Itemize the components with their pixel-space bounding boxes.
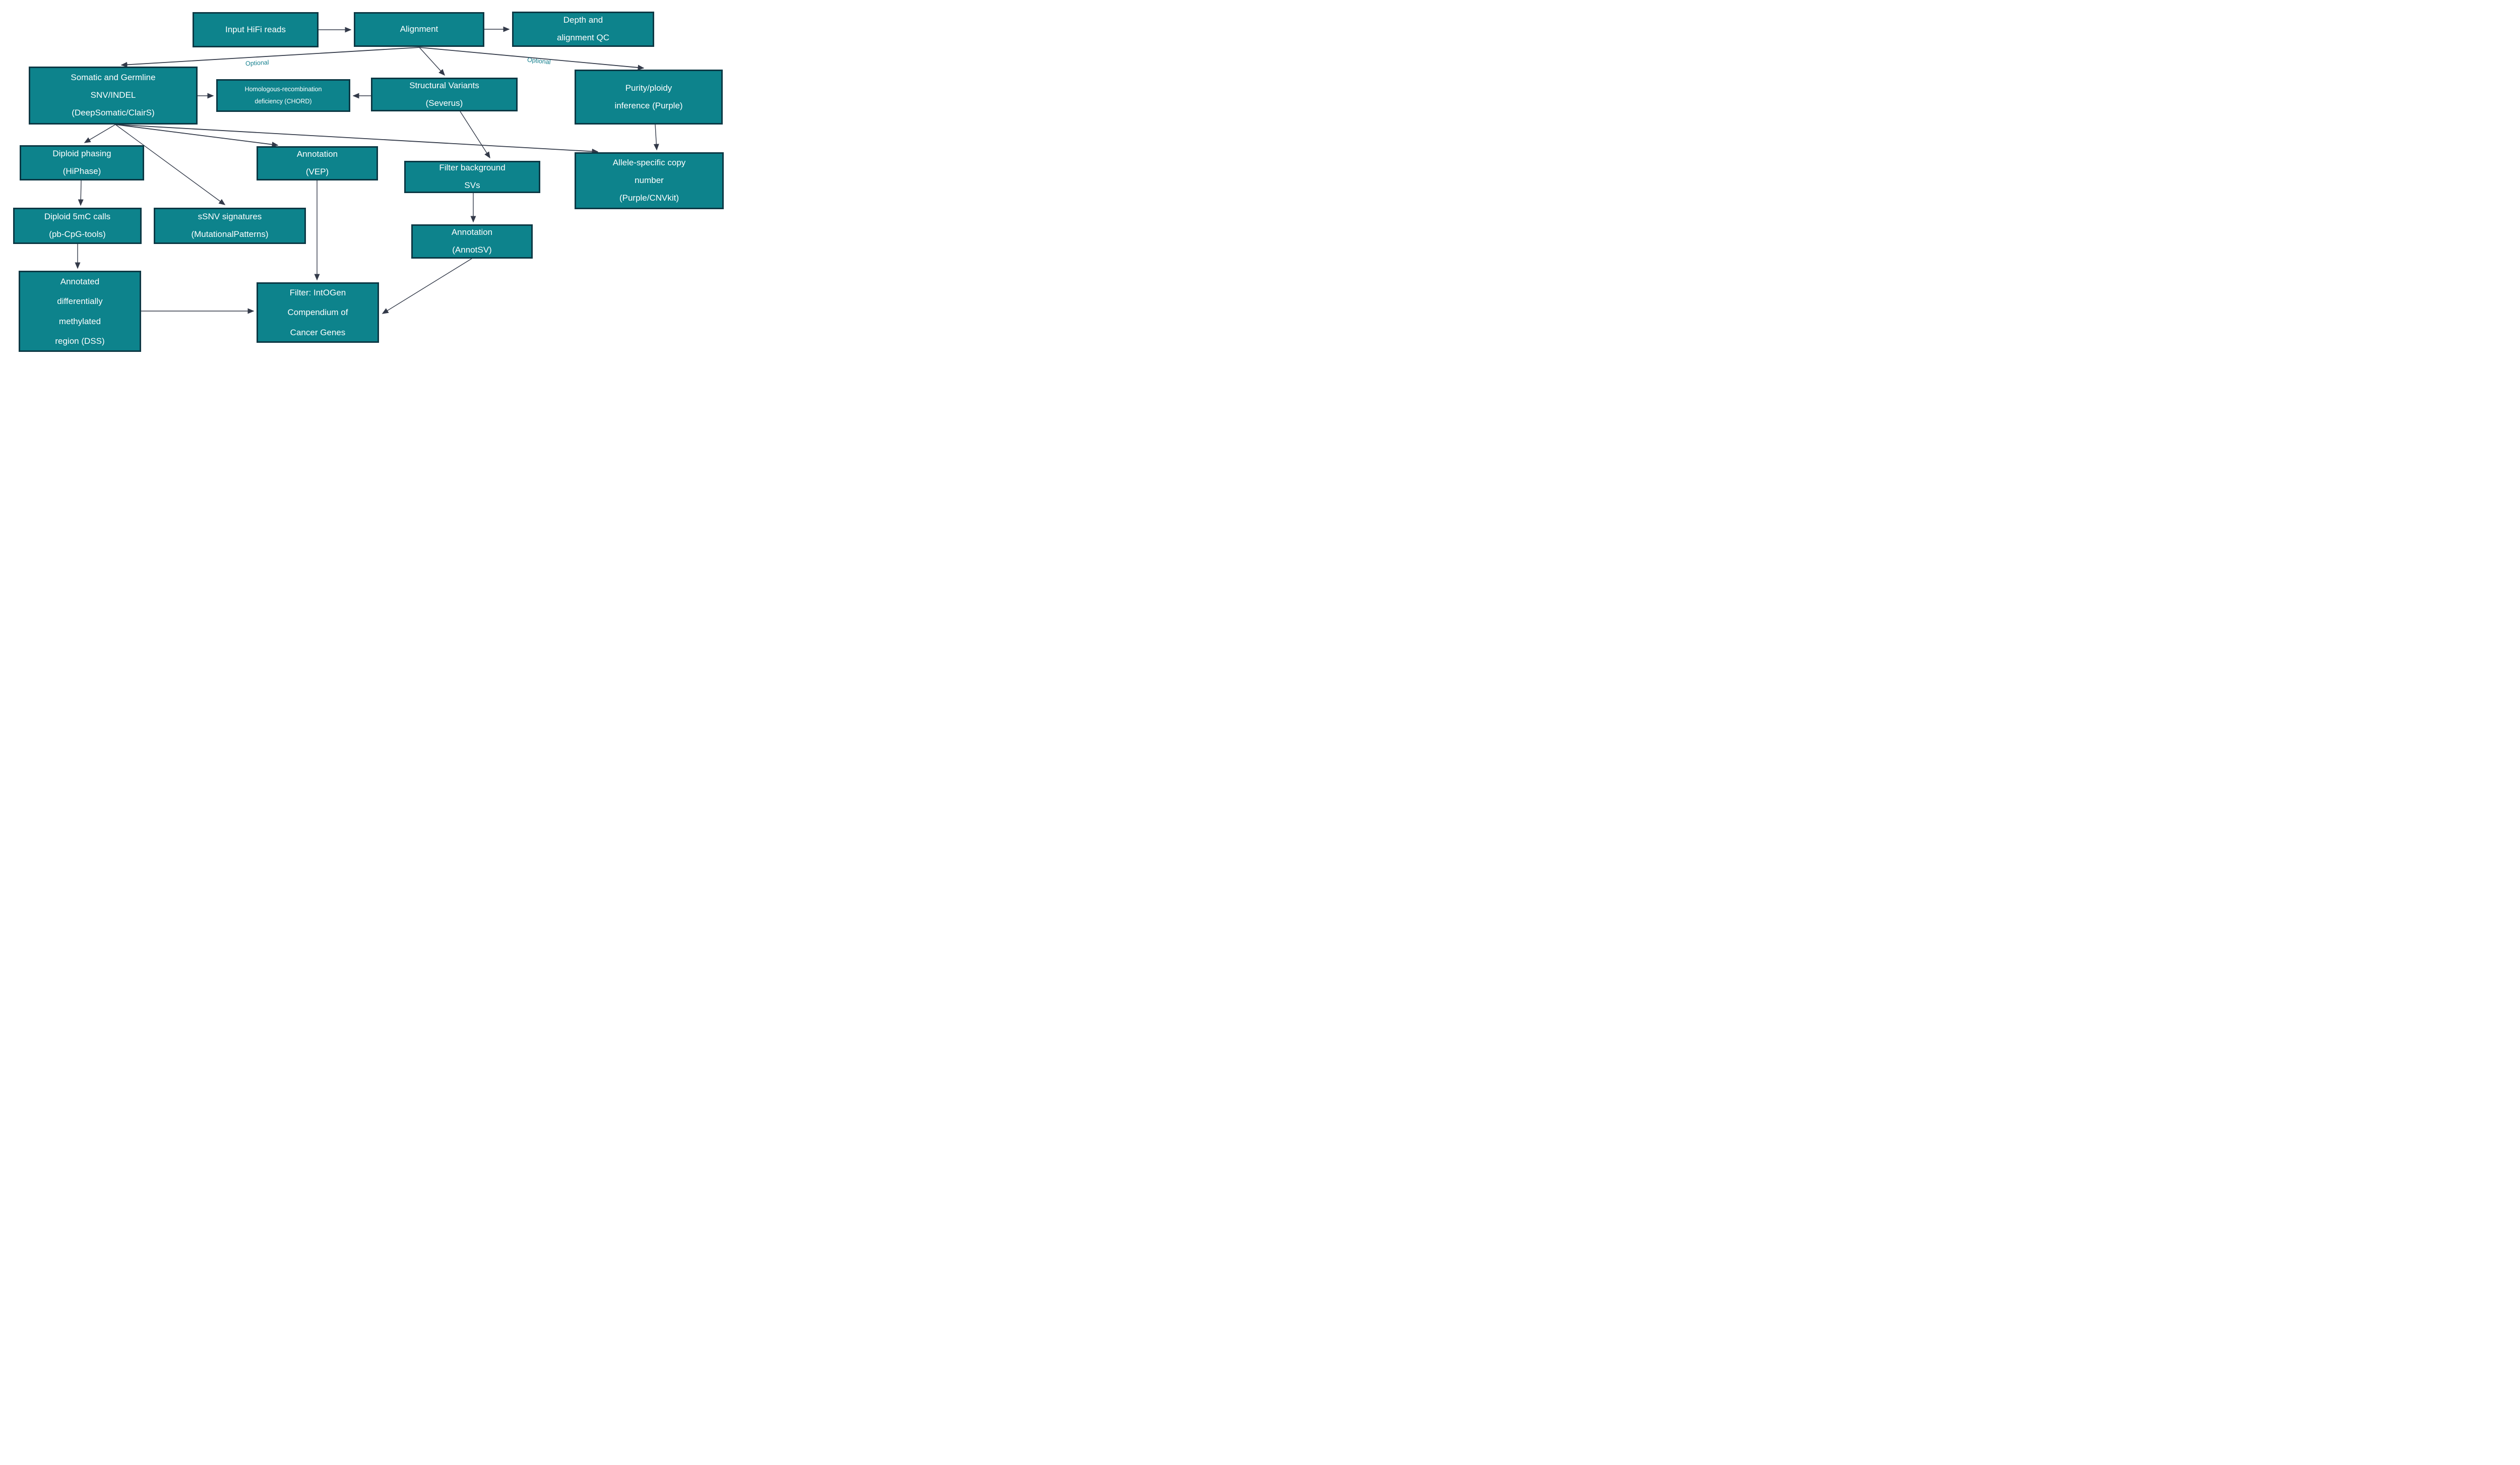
node-filter-background-svs: Filter background SVs: [404, 161, 540, 193]
node-somatic-germline-snv-indel: Somatic and Germline SNV/INDEL (DeepSoma…: [29, 67, 198, 125]
node-ssnv-signatures: sSNV signatures (MutationalPatterns): [154, 208, 306, 244]
node-filter-intogen: Filter: IntOGen Compendium of Cancer Gen…: [257, 282, 379, 343]
node-alignment: Alignment: [354, 12, 484, 47]
flowchart-canvas: Input HiFi reads Alignment Depth and ali…: [0, 0, 737, 367]
edge-somatic-ssnv: [115, 124, 226, 205]
node-depth-alignment-qc: Depth and alignment QC: [512, 12, 654, 47]
edge-somatic-hiphase: [84, 124, 116, 143]
node-diploid-5mc-calls: Diploid 5mC calls (pb-CpG-tools): [13, 208, 142, 244]
node-annotation-vep: Annotation (VEP): [257, 146, 378, 180]
edge-purple-allele: [653, 124, 659, 151]
edge-alignment-somatic: [120, 47, 420, 68]
node-annotated-dmr-dss: Annotated differentially methylated regi…: [19, 271, 141, 352]
node-annotation-annotsv: Annotation (AnnotSV): [411, 224, 533, 259]
edge-alignment-purple: [419, 47, 645, 71]
node-allele-specific-copy-number: Allele-specific copy number (Purple/CNVk…: [575, 152, 724, 209]
edges-layer: [75, 26, 659, 314]
edge-severus-filtersv: [460, 111, 490, 159]
edge-alignment-severus: [419, 47, 446, 76]
optional-label-left: Optional: [245, 58, 269, 68]
edge-annotsv-intogen: [382, 258, 472, 314]
node-structural-variants-severus: Structural Variants (Severus): [371, 78, 518, 111]
edge-somatic-vep: [115, 124, 279, 148]
node-diploid-phasing-hiphase: Diploid phasing (HiPhase): [20, 145, 144, 180]
node-hrd-chord: Homologous-recombination deficiency (CHO…: [216, 79, 350, 112]
node-purity-ploidy-purple: Purity/ploidy inference (Purple): [575, 70, 723, 125]
node-input-hifi-reads: Input HiFi reads: [193, 12, 319, 47]
edge-somatic-allele: [115, 124, 599, 154]
